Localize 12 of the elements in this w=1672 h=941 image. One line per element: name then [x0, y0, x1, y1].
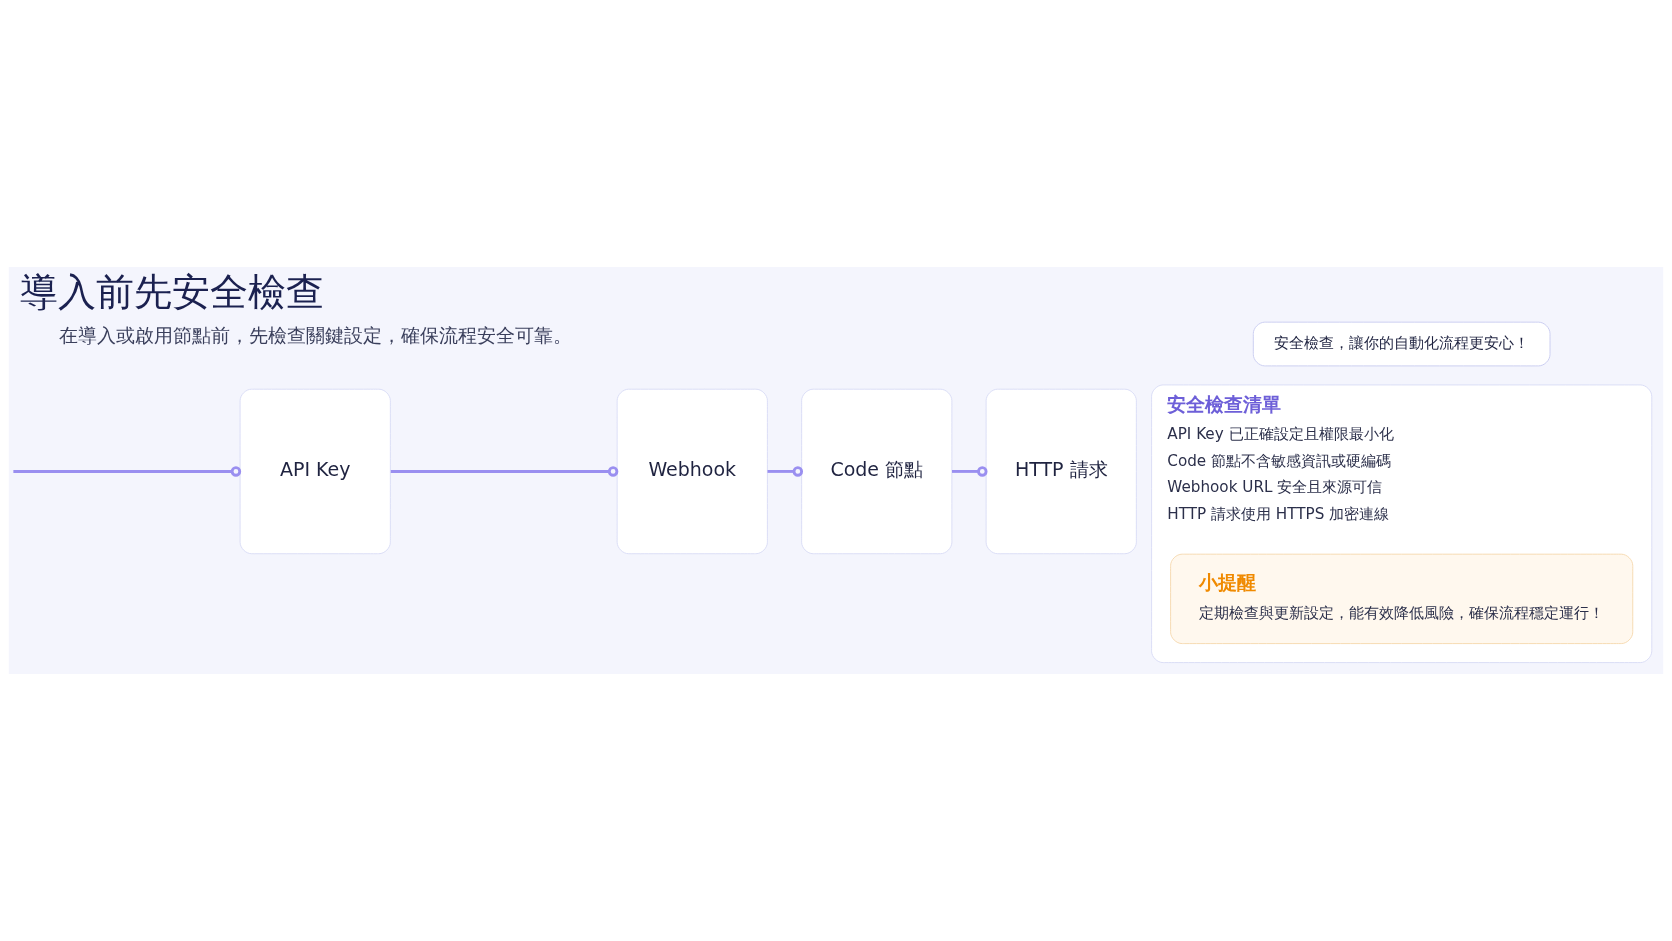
- connector: [390, 466, 619, 477]
- node-box: 安全檢查，讓你的自動化流程更安心！: [1252, 321, 1551, 367]
- node-box: API Key: [239, 388, 391, 555]
- node-box: HTTP 請求: [985, 388, 1137, 555]
- node-box: 小提醒 定期檢查與更新設定，能有效降低風險，確保流程穩定運行！: [1170, 553, 1634, 645]
- node-box: Webhook: [616, 388, 768, 555]
- diagram-title: 導入前先安全檢查: [19, 270, 324, 315]
- connector: [767, 466, 804, 477]
- label: 在導入或啟用節點前，先檢查關鍵設定，確保流程安全可靠。: [58, 324, 572, 347]
- node-box: Code 節點: [801, 388, 953, 555]
- connector: [951, 466, 988, 477]
- connector: [13, 470, 232, 473]
